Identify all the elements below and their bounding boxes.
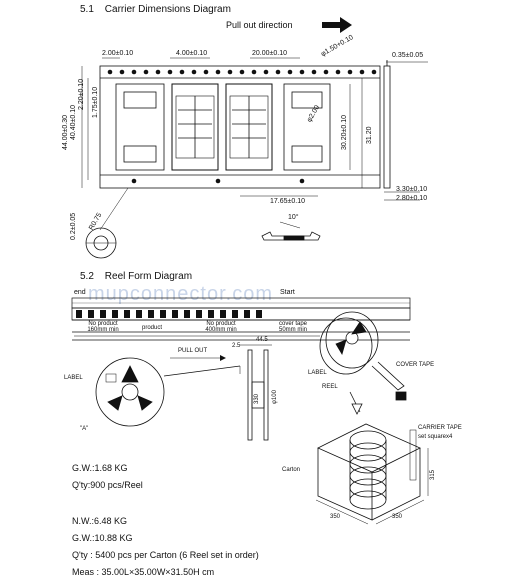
spec-meas: Meas : 35.00L×35.00W×31.50H cm <box>72 567 215 577</box>
dim-left-2: 2.20±0.10 <box>78 78 85 110</box>
dim-right-30: 30.20±0.10 <box>341 115 348 150</box>
dim-left-44: 44.00±0.30 <box>62 115 69 150</box>
section-title: Carrier Dimensions Diagram <box>104 4 231 15</box>
dim-left-1: 1.75±0.10 <box>92 86 99 118</box>
dim-bottom-3: 3.30±0.10 <box>396 186 428 193</box>
dim-bottom-2-8: 2.80±0.10 <box>396 195 428 202</box>
pull-out-direction-label: Pull out direction <box>226 20 293 30</box>
pocket-connector-1 <box>171 83 219 171</box>
section-number: 5.1 <box>80 4 94 15</box>
reel-side-dim-4: 2.5 <box>232 343 241 349</box>
spec-nw-carton: N.W.:6.48 KG <box>72 516 128 526</box>
tape-segment-1: No product 160mm min <box>87 321 119 333</box>
reel-front-view <box>95 355 241 427</box>
angle-label: 10° <box>288 214 299 221</box>
tape-segment-3: No product 400mm min <box>205 321 237 333</box>
reel-side-dim-3: φ100 <box>272 390 278 404</box>
dim-top-thickness: 0.35±0.05 <box>392 52 424 59</box>
spec-gw-carton: G.W.:10.88 KG <box>72 533 133 543</box>
iso-carton: Carton <box>282 467 301 473</box>
reel-side-dim-1: 44.5 <box>256 337 268 343</box>
sprocket-holes-top <box>107 69 377 75</box>
section-number: 5.2 <box>80 271 94 282</box>
tape-segment-2: product <box>142 325 163 331</box>
carton-isometric <box>315 423 429 525</box>
section-heading-5-2: 5.2 Reel Form Diagram <box>80 271 192 282</box>
dim-bottom-17: 17.65±0.10 <box>270 198 305 205</box>
pocket-empty-1 <box>115 83 165 171</box>
iso-carrier-tape: CARRIER TAPE <box>418 425 462 431</box>
reel-side-view <box>240 344 272 441</box>
iso-reel: REEL <box>322 384 338 390</box>
pull-out-arrow <box>322 17 352 33</box>
spec-gw-reel: G.W.:1.68 KG <box>72 463 128 473</box>
section-title: Reel Form Diagram <box>104 271 193 282</box>
dim-left-40: 40.40±0.10 <box>70 105 77 140</box>
spec-qty-reel: Q'ty:900 pcs/Reel <box>72 480 143 490</box>
carton-dim-3: 315 <box>430 469 436 480</box>
tape-pockets <box>76 310 262 318</box>
iso-label: LABEL <box>308 370 327 376</box>
section-heading-5-1: 5.1 Carrier Dimensions Diagram <box>80 4 231 15</box>
tape-end-label: end <box>74 289 86 296</box>
reel-view-a: "A" <box>80 426 89 432</box>
sprocket-holes-bottom <box>131 178 305 184</box>
tape-start-label: Start <box>280 289 295 296</box>
carton-dim-2: 350 <box>392 514 403 520</box>
pocket-connector-2 <box>225 83 273 171</box>
detail-circle <box>85 227 117 259</box>
iso-cover-tape: COVER TAPE <box>396 362 435 368</box>
watermark-text: mupconnector.com <box>88 283 273 305</box>
tape-section-profile <box>261 221 321 241</box>
reel-isometric <box>319 311 407 415</box>
spec-qty-carton: Q'ty : 5400 pcs per Carton (6 Reel set i… <box>72 550 259 560</box>
detail-thickness: 0.2±0.05 <box>70 212 77 240</box>
tape-segment-4: cover tape 50mm min <box>278 321 308 333</box>
dim-top-20: 20.00±0.10 <box>252 50 287 57</box>
reel-side-dim-2: 330 <box>254 393 260 404</box>
carton-dim-1: 350 <box>330 514 341 520</box>
pocket-empty-2 <box>283 83 331 171</box>
dim-right-31: 31.20 <box>366 126 373 144</box>
dim-top-2: 2.00±0.10 <box>102 50 134 57</box>
reel-pull-out-label: PULL OUT <box>178 348 208 354</box>
iso-set-square: set squarex4 <box>418 434 453 440</box>
dim-top-4: 4.00±0.10 <box>176 50 208 57</box>
reel-label-callout: LABEL <box>64 375 83 381</box>
carrier-tape <box>81 57 428 231</box>
tape-strip <box>71 297 411 341</box>
